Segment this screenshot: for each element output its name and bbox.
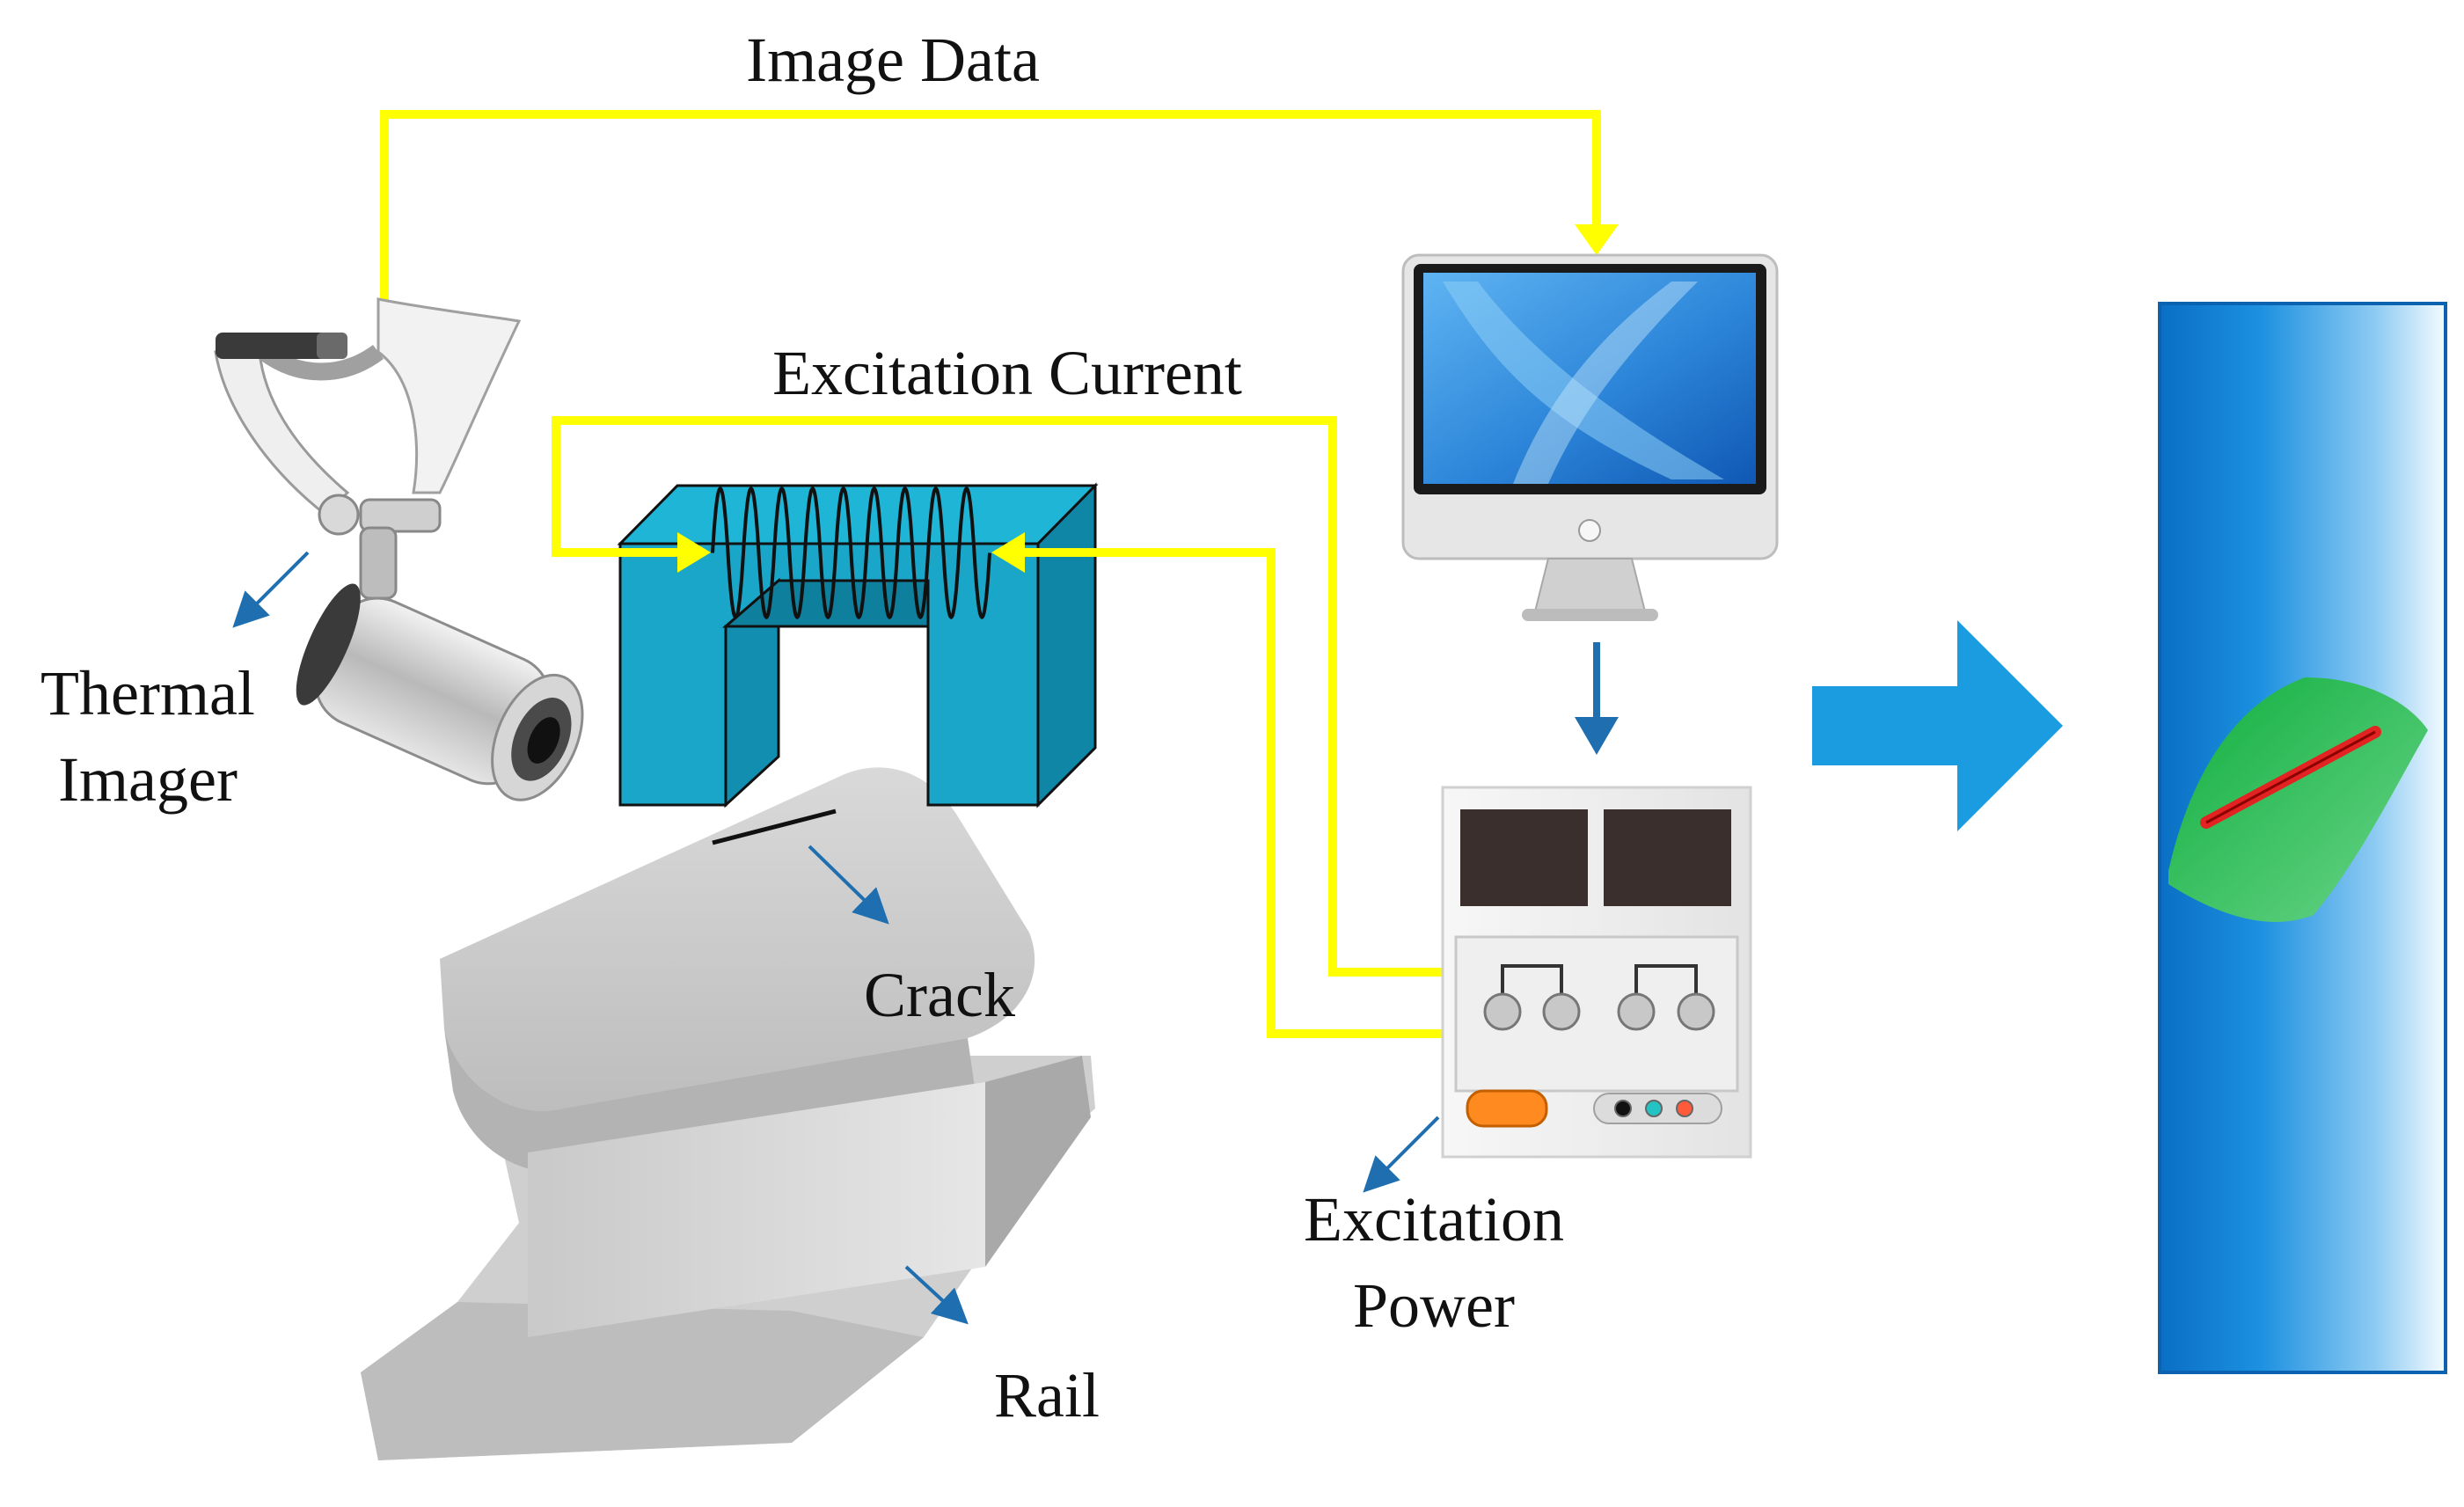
monitor-icon — [1401, 253, 1779, 621]
thermal-camera-icon — [214, 297, 584, 801]
label-image-data: Image Data — [746, 25, 1040, 95]
power-supply-icon — [1441, 786, 1752, 1159]
label-crack: Crack — [864, 960, 1015, 1030]
crack-line — [712, 808, 837, 845]
excitation-coil-yoke — [617, 482, 1099, 808]
signal-wires — [380, 110, 1601, 1038]
label-thermal-line1: Thermal — [40, 658, 255, 728]
label-thermal-line2: Imager — [58, 744, 238, 815]
current-return-arrowhead — [991, 532, 1025, 573]
image-data-arrowhead — [1575, 224, 1619, 255]
label-excitation-current: Excitation Current — [772, 338, 1242, 408]
label-pointers — [232, 551, 1440, 1325]
thermal-image-result — [2158, 302, 2447, 1374]
rail-icon — [361, 767, 1095, 1460]
coil-winding — [711, 486, 991, 619]
label-excitation-power-line2: Power — [1353, 1270, 1515, 1341]
label-rail: Rail — [994, 1360, 1100, 1430]
control-signal-arrowhead — [1575, 717, 1619, 755]
current-in-arrowhead — [677, 532, 711, 573]
label-excitation-power-line1: Excitation — [1304, 1184, 1564, 1255]
result-arrow — [1812, 620, 2063, 831]
